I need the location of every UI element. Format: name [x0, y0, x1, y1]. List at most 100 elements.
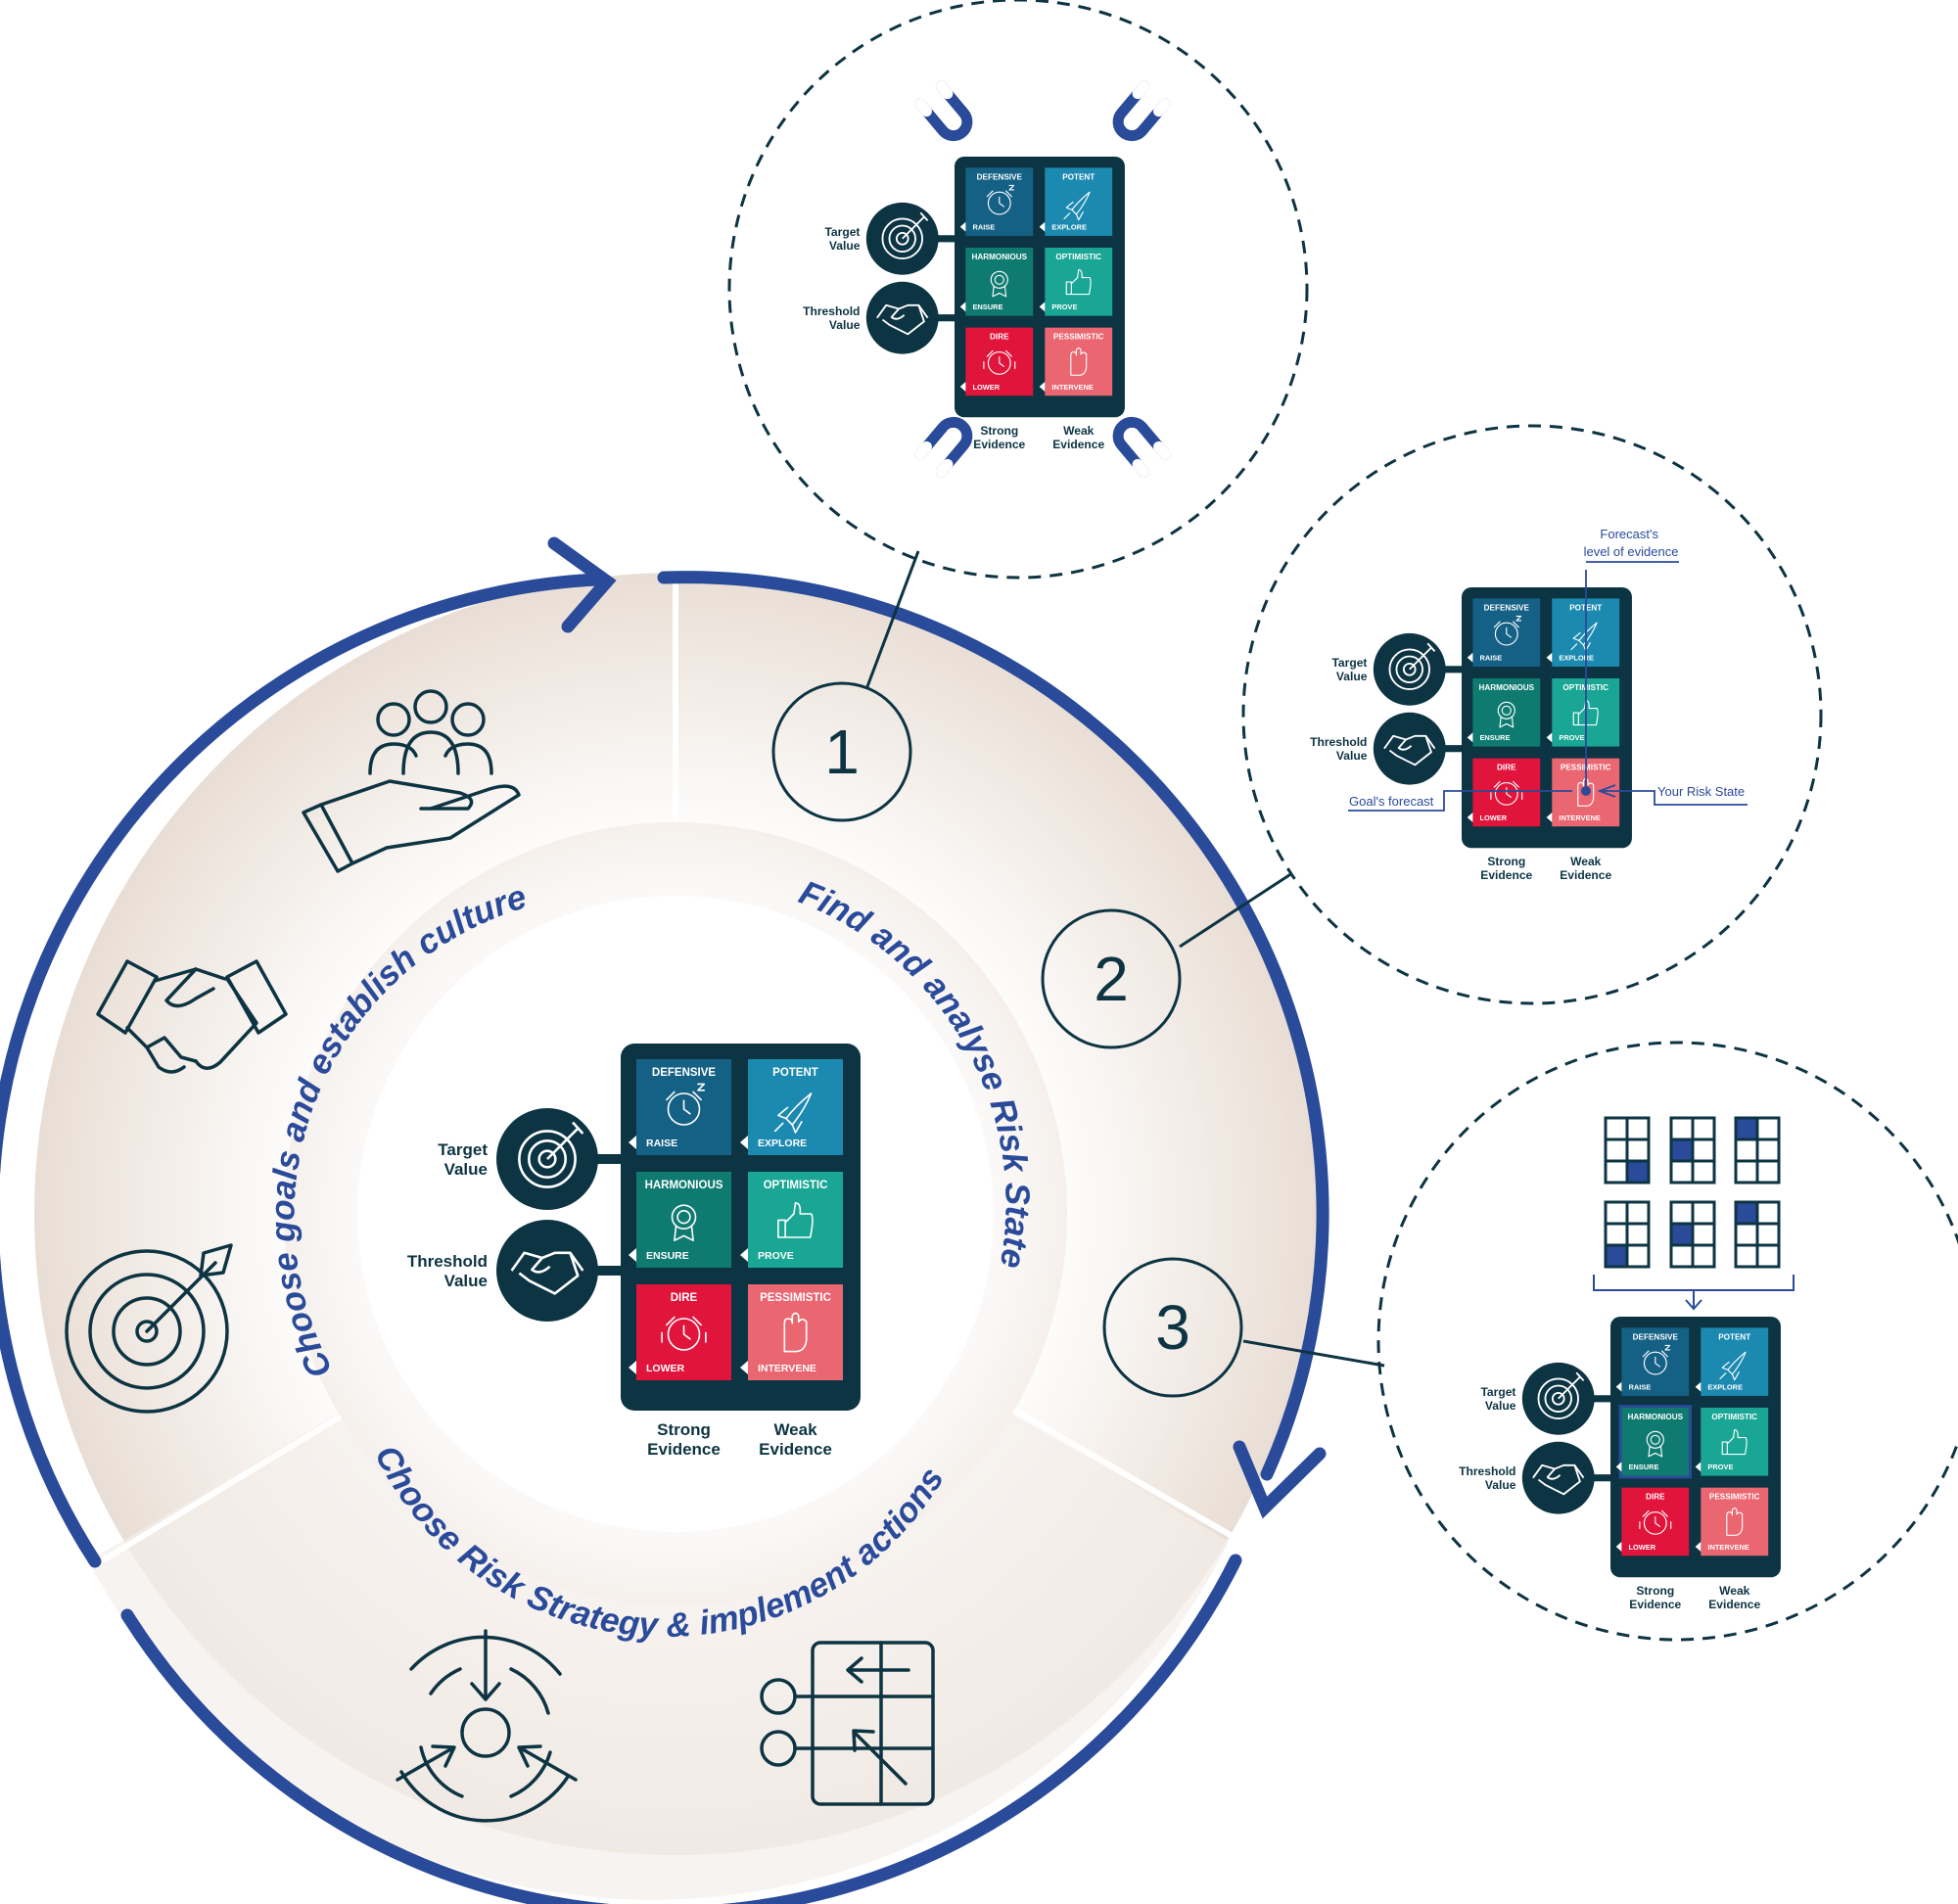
threshold-handshake-icon — [1383, 734, 1436, 766]
matrix-cell-dire: DIRE LOWER — [629, 1284, 731, 1380]
arrowhead-top — [547, 536, 617, 633]
threshold-value-circle — [1373, 712, 1446, 785]
mini-grid-5 — [1669, 1200, 1716, 1269]
award-rosette-icon — [1497, 701, 1515, 728]
matrix-cell-defensive: DEFENSIVE RAISE — [1615, 1327, 1690, 1396]
cell-title: HARMONIOUS — [971, 253, 1027, 261]
ringing-alarm-icon — [983, 349, 1016, 375]
cell-title: PESSIMISTIC — [760, 1292, 831, 1304]
step-circle-2 — [1041, 908, 1182, 1049]
step-number-2: 2 — [1094, 944, 1129, 1014]
cell-action: ENSURE — [1628, 1463, 1658, 1471]
matrix-cell-dire: DIRE LOWER — [1467, 758, 1541, 827]
target-value-icon — [1537, 1371, 1585, 1420]
cell-action: LOWER — [972, 383, 1000, 392]
rocket-icon — [773, 1092, 813, 1134]
detail-circles — [727, 0, 1958, 1642]
cell-title: HARMONIOUS — [1627, 1413, 1683, 1421]
stop-hand-icon — [1726, 1507, 1744, 1536]
mini-grids-bracket — [1593, 1275, 1795, 1311]
threshold-handshake-icon — [876, 303, 929, 336]
rocket-icon — [1719, 1351, 1747, 1381]
cell-title: DIRE — [1497, 764, 1516, 772]
cell-action: RAISE — [646, 1138, 677, 1149]
cell-title: DEFENSIVE — [652, 1067, 717, 1079]
cycle-arc-left — [0, 573, 604, 1568]
your-risk-state-annotation: Your Risk State — [1657, 784, 1745, 799]
alarm-clock-zzz-icon — [1493, 615, 1522, 646]
thumbs-up-icon — [1721, 1429, 1748, 1456]
mini-grid-4 — [1604, 1200, 1651, 1269]
detail-circle-3 — [1376, 1041, 1958, 1642]
target-value-icon — [1388, 642, 1436, 691]
risk-matrix-step-1: DEFENSIVERAISEPOTENTEXPLOREHARMONIOUSENS… — [803, 157, 1125, 451]
annotation-lines — [1348, 561, 1748, 812]
cell-action: INTERVENE — [1051, 383, 1093, 392]
cell-action: PROVE — [758, 1250, 794, 1262]
cycle-arc-bottom — [120, 1554, 1242, 1904]
matrix-cell-harmonious: HARMONIOUS ENSURE — [1615, 1405, 1693, 1479]
goals-forecast-annotation: Goal's forecast — [1349, 794, 1434, 809]
cell-title: POTENT — [772, 1067, 818, 1079]
target-value-icon — [518, 1121, 584, 1188]
mini-grid-6 — [1734, 1200, 1781, 1269]
cell-action: LOWER — [1479, 813, 1507, 822]
step-circle-1 — [771, 681, 912, 822]
magnet-icon-top-right — [1112, 80, 1171, 142]
cell-title: DEFENSIVE — [1633, 1332, 1679, 1341]
cell-action: RAISE — [1628, 1383, 1651, 1392]
cycle-arrows — [0, 536, 1329, 1904]
cell-action: LOWER — [1628, 1543, 1655, 1552]
cell-action: ENSURE — [646, 1250, 689, 1262]
alarm-clock-zzz-icon — [1642, 1344, 1671, 1375]
matrix-flow-icon — [760, 1641, 935, 1806]
cell-action: ENSURE — [1479, 733, 1510, 742]
award-rosette-icon — [671, 1204, 697, 1241]
risk-state-mini-grids — [1604, 1116, 1781, 1269]
ringing-alarm-icon — [1639, 1509, 1672, 1535]
cell-title: HARMONIOUS — [645, 1180, 723, 1191]
thumbs-up-icon — [777, 1202, 814, 1238]
cell-title: OPTIMISTIC — [1711, 1413, 1757, 1421]
cell-action: LOWER — [646, 1363, 684, 1374]
matrix-cell-harmonious: HARMONIOUS ENSURE — [629, 1172, 731, 1268]
target-value-icon — [881, 211, 929, 260]
step-number-3: 3 — [1155, 1292, 1190, 1363]
cycle-arc-right — [657, 571, 1329, 1481]
alarm-clock-zzz-icon — [986, 184, 1015, 215]
people-in-hand-icon — [302, 689, 521, 873]
cell-action: INTERVENE — [758, 1363, 816, 1374]
award-rosette-icon — [1646, 1430, 1664, 1458]
rocket-icon — [1063, 191, 1091, 221]
cell-action: PROVE — [1051, 302, 1077, 311]
cell-title: DEFENSIVE — [1484, 603, 1530, 612]
cell-title: OPTIMISTIC — [1055, 253, 1101, 261]
risk-matrix-step-2: DEFENSIVERAISEPOTENTEXPLOREHARMONIOUSENS… — [1310, 587, 1632, 882]
mini-grid-3 — [1734, 1116, 1781, 1184]
step-circles — [771, 550, 1385, 1398]
award-rosette-icon — [990, 270, 1008, 298]
threshold-handshake-icon — [1532, 1463, 1585, 1496]
cell-title: DIRE — [671, 1292, 698, 1304]
matrix-cell-defensive: DEFENSIVE RAISE — [1467, 598, 1541, 667]
cell-action: RAISE — [1479, 654, 1502, 663]
